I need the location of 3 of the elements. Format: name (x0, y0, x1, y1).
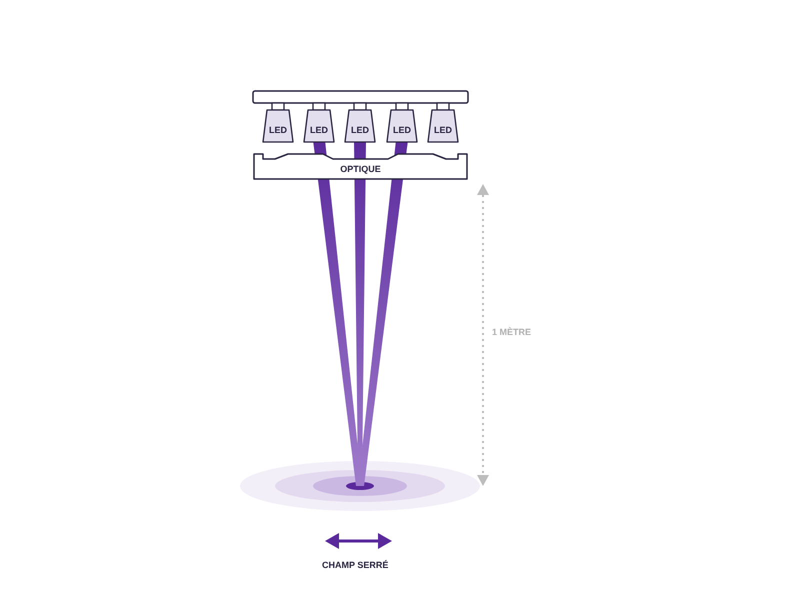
optics-plate: OPTIQUE (253, 153, 468, 180)
field-label: CHAMP SERRÉ (322, 560, 388, 570)
dimension-label: 1 MÈTRE (492, 327, 532, 337)
